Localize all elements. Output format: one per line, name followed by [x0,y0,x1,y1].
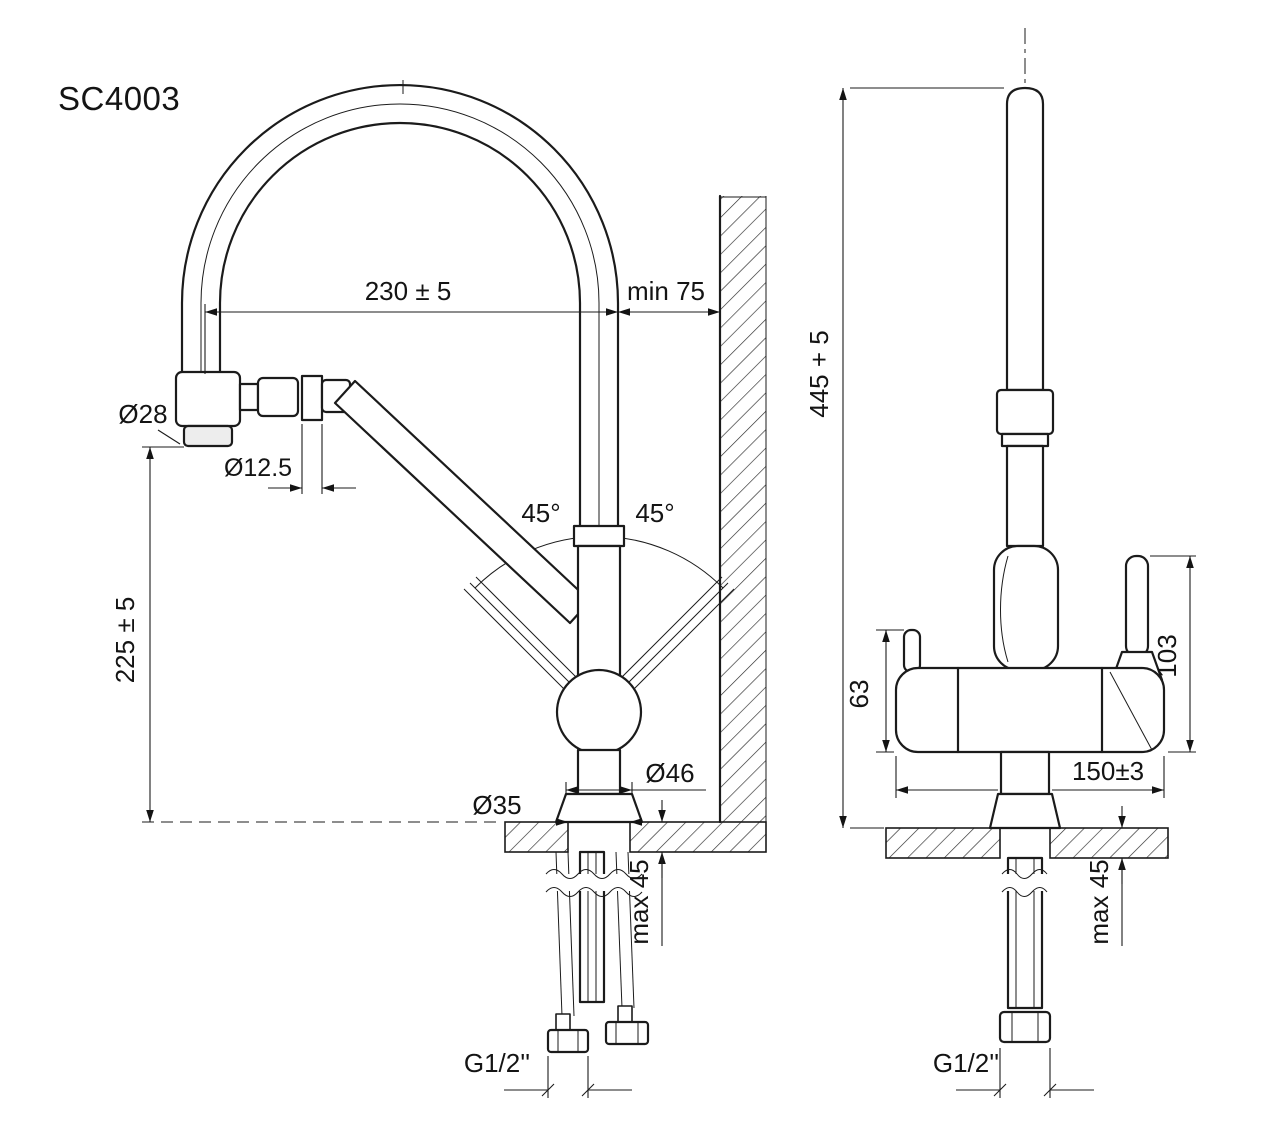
riser-pipe [1005,444,1045,548]
dim-thread-front: G1/2'' [933,1048,1094,1098]
model-title: SC4003 [58,80,180,117]
hose-ferrule-right [617,1005,633,1023]
break-squiggle [545,887,643,897]
holder-seam [1000,555,1009,663]
spout-pipe [1005,86,1045,392]
spray-head-tip [182,424,234,448]
tick-mark [1043,1083,1057,1097]
dim-mixer-handle: 103 [1150,555,1196,753]
body-lower-tube [576,748,622,796]
collar-ring [1000,432,1050,448]
dim-label-thread-side: G1/2'' [464,1048,530,1078]
wall-section [718,194,767,824]
spray-head [174,370,352,448]
left-handle-stem [902,628,922,674]
riser-union-nut [572,524,626,548]
dim-label-hole-diameter: Ø35 [472,790,521,820]
dim-counter-thickness-side: max 45 [624,800,666,946]
dim-label-swivel-right: 45° [635,498,674,528]
countertop-section-front [885,827,1169,859]
hose-nut-left [546,1028,590,1054]
base-flange [554,792,644,824]
spray-head-body [174,370,242,428]
dim-label-wall-clearance: min 75 [627,276,705,306]
right-handle-lever [1124,554,1150,658]
dim-label-pin-diameter: Ø12.5 [224,454,292,482]
gooseneck-spout [180,80,620,564]
spout-arm [333,379,592,625]
wall-hatch [720,196,766,822]
dim-body-width: 150±3 [895,756,1165,798]
countertop-hatch-left [885,827,1001,859]
dim-label-thread-front: G1/2'' [933,1048,999,1078]
dim-label-spout-reach: 230 ± 5 [365,276,452,306]
base-flange-front [988,792,1062,830]
hose-nut-right [604,1020,650,1046]
dim-label-swivel-left: 45° [521,498,560,528]
tick-mark [993,1083,1007,1097]
supply-connections [545,850,650,1054]
front-view: 445 + 5 63 103 150±3 [804,28,1196,1098]
faucet-front [894,86,1166,830]
dim-label-counter-thickness-front: max 45 [1084,859,1114,944]
break-mask [1002,874,1048,891]
spout-arc-outline [180,83,620,564]
pivot-pin [300,374,324,422]
dim-wall-clearance: min 75 [618,276,720,316]
dim-label-body-width: 150±3 [1072,756,1144,786]
countertop-hatch-left [504,821,569,853]
faucet-body [554,524,644,824]
countertop-hatch-right [629,821,767,853]
supply-connections-front [998,856,1052,1044]
spout-arc-inner-line [200,103,600,560]
base-pipe [999,750,1051,796]
dim-label-counter-thickness: max 45 [624,859,654,944]
dim-outlet-height: 225 ± 5 [110,446,503,823]
countertop-section [504,821,767,853]
shank-nut [998,1010,1052,1044]
dim-label-base-diameter: Ø46 [645,758,694,788]
hose-ferrule-left [555,1013,571,1031]
spout-holder [992,544,1060,672]
body-diagonal-seam [1109,671,1153,751]
dim-spout-reach: 230 ± 5 [204,276,618,374]
dim-counter-thickness-front: max 45 [1084,806,1126,946]
main-body [894,666,1166,754]
ball-joint [555,668,643,756]
dim-filter-handle: 63 [844,629,904,753]
dim-base-diameter: Ø46 [565,758,706,796]
leader-line [157,429,181,445]
tick-mark [581,1083,595,1097]
head-joint-2 [256,376,300,418]
dim-hole-diameter: Ø35 [472,790,656,826]
dim-label-outlet-height: 225 ± 5 [110,597,140,684]
break-squiggle [545,869,643,879]
dim-total-height: 445 + 5 [804,87,1004,829]
break-squiggle [1001,887,1048,897]
dim-label-total-height: 445 + 5 [804,330,834,417]
dim-spray-head-diameter: Ø28 [118,399,181,445]
countertop-hatch-right [1049,827,1169,859]
side-view: 230 ± 5 min 75 Ø28 Ø12.5 45° 45° 22 [110,80,767,1098]
dim-label-head-diameter: Ø28 [118,399,167,429]
spout-collar [995,388,1055,436]
tick-mark [541,1083,555,1097]
head-joint-1 [238,382,260,412]
dim-label-mixer-handle: 103 [1152,634,1182,677]
break-squiggle [1001,869,1048,879]
dim-thread-side: G1/2'' [464,1048,632,1098]
dim-pin-diameter: Ø12.5 [224,424,356,494]
dim-label-filter-handle: 63 [844,680,874,709]
body-upper-tube [576,544,622,682]
